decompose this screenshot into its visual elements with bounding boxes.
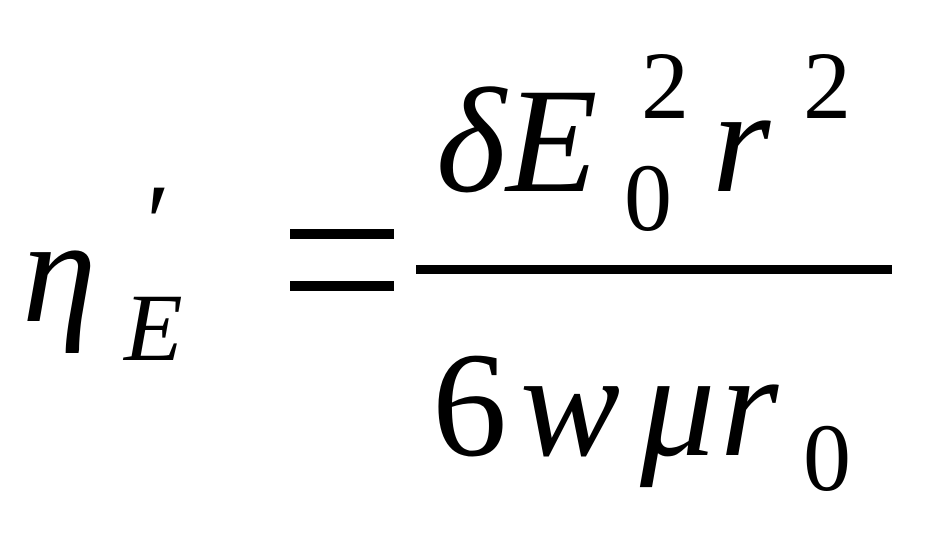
numerator-e: E — [506, 58, 598, 224]
denominator-w: w — [520, 322, 621, 488]
denominator-mu: μ — [640, 322, 716, 488]
denominator-r: r — [720, 322, 779, 488]
numerator-e-subscript: 0 — [624, 144, 672, 251]
equals-sign — [290, 229, 394, 293]
numerator-delta: δ — [436, 58, 506, 224]
equals-bar-bottom — [290, 281, 394, 291]
fraction-bar — [416, 265, 892, 274]
equals-bar-top — [290, 229, 394, 239]
denominator-coefficient: 6 — [432, 322, 507, 488]
lhs-subscript-e: E — [124, 274, 183, 381]
denominator-r-subscript: 0 — [803, 404, 851, 511]
numerator-r: r — [712, 58, 771, 224]
lhs-eta-symbol: η — [22, 188, 97, 354]
numerator-r-superscript: 2 — [803, 32, 851, 139]
numerator-e-superscript: 2 — [641, 32, 689, 139]
lhs-prime-mark: ′ — [146, 162, 171, 284]
